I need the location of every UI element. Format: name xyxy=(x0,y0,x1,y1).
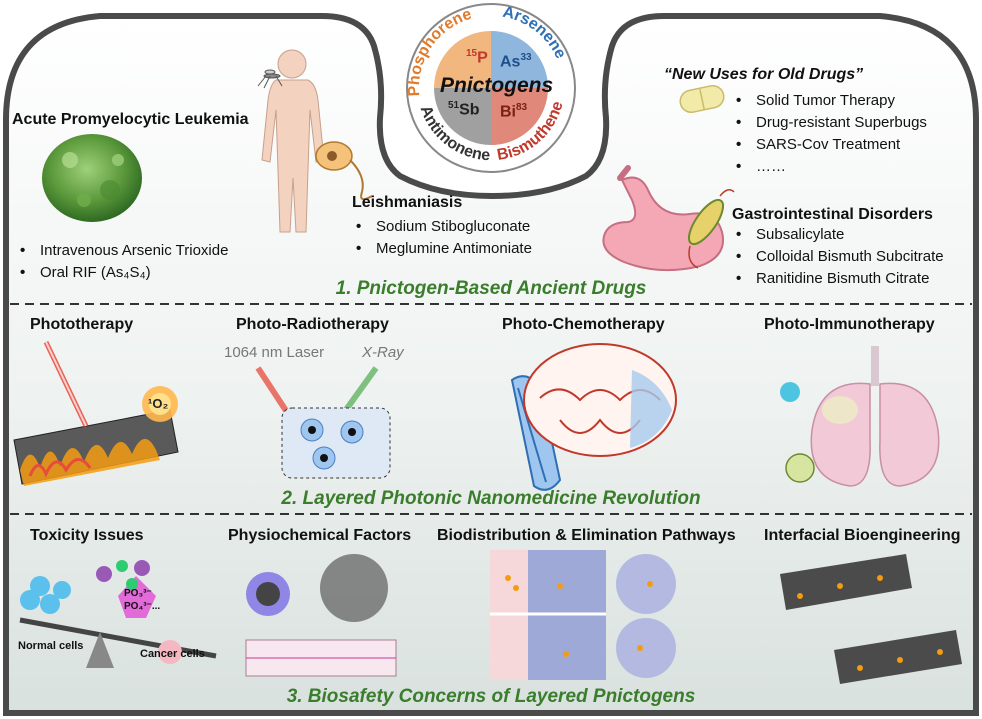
list-item: …… xyxy=(736,156,927,178)
pnictogens-title: Pnictogens xyxy=(440,74,554,97)
apl-title: Acute Promyelocytic Leukemia xyxy=(12,111,249,128)
po3-label: PO₃³⁻ xyxy=(124,588,152,599)
singlet-oxygen-label: ¹O₂ xyxy=(148,396,169,411)
laser-label: 1064 nm Laser xyxy=(224,344,325,361)
panel-title-toxicity: Toxicity Issues xyxy=(30,527,144,544)
leishmaniasis-title: Leishmaniasis xyxy=(352,194,463,211)
new-uses-list: Solid Tumor Therapy Drug-resistant Super… xyxy=(736,90,927,178)
panel-title-photo-immunotherapy: Photo-Immunotherapy xyxy=(764,316,935,333)
list-item: Ranitidine Bismuth Citrate xyxy=(736,268,944,290)
element-p: 15P xyxy=(466,48,488,67)
element-bi: Bi83 xyxy=(500,102,528,121)
list-item: Drug-resistant Superbugs xyxy=(736,112,927,134)
leishmania-parasite-illustration xyxy=(315,141,373,201)
xray-label: X-Ray xyxy=(362,344,404,361)
section-3-title: 3. Biosafety Concerns of Layered Pnictog… xyxy=(286,686,696,707)
photo-radiotherapy-illustration xyxy=(255,366,391,479)
brain-vessel-illustration xyxy=(510,343,677,491)
element-sb: 51Sb xyxy=(448,100,480,119)
panel-title-phototherapy: Phototherapy xyxy=(30,316,134,333)
panel-title-photo-radiotherapy: Photo-Radiotherapy xyxy=(236,316,389,333)
seesaw-illustration xyxy=(19,560,217,668)
biodistribution-illustration xyxy=(490,550,676,680)
phototherapy-nanosheet xyxy=(13,340,179,486)
list-item: Subsalicylate xyxy=(736,224,944,246)
po4-label: PO₄³⁻... xyxy=(124,601,161,612)
element-as: As33 xyxy=(500,52,532,71)
panel-title-biodistribution: Biodistribution & Elimination Pathways xyxy=(437,527,736,544)
gi-disorders-title: Gastrointestinal Disorders xyxy=(732,206,933,223)
list-item: Sodium Stibogluconate xyxy=(356,216,532,238)
interfacial-bioengineering-illustration xyxy=(780,554,962,684)
human-body-illustration xyxy=(261,49,325,233)
lungs-illustration xyxy=(780,346,940,487)
leishmaniasis-list: Sodium Stibogluconate Meglumine Antimoni… xyxy=(356,216,532,260)
section-1-title: 1. Pnictogen-Based Ancient Drugs xyxy=(335,278,647,299)
normal-cells-label: Normal cells xyxy=(18,640,84,652)
list-item: Colloidal Bismuth Subcitrate xyxy=(736,246,944,268)
panel-title-interfacial: Interfacial Bioengineering xyxy=(764,527,961,544)
leukemia-cell-illustration xyxy=(42,134,142,222)
main-panel xyxy=(2,13,979,716)
mosquito-icon xyxy=(257,69,283,89)
panel-title-physiochemical: Physiochemical Factors xyxy=(228,527,412,544)
list-item: Oral RIF (As₄S₄) xyxy=(20,262,228,284)
cancer-cells-label: Cancer cells xyxy=(140,648,205,660)
bacterium-illustration xyxy=(687,189,735,269)
section-2-title: 2. Layered Photonic Nanomedicine Revolut… xyxy=(281,488,701,509)
list-item: Meglumine Antimoniate xyxy=(356,238,532,260)
pill-icon xyxy=(679,84,725,114)
list-item: Intravenous Arsenic Trioxide xyxy=(20,240,228,262)
gi-disorders-list: Subsalicylate Colloidal Bismuth Subcitra… xyxy=(736,224,944,290)
apl-list: Intravenous Arsenic Trioxide Oral RIF (A… xyxy=(20,240,228,284)
list-item: SARS-Cov Treatment xyxy=(736,134,927,156)
new-uses-title: “New Uses for Old Drugs” xyxy=(664,66,864,83)
list-item: Solid Tumor Therapy xyxy=(736,90,927,112)
physiochemical-illustration xyxy=(245,554,397,677)
panel-title-photo-chemotherapy: Photo-Chemotherapy xyxy=(502,316,665,333)
stomach-illustration xyxy=(602,165,724,272)
